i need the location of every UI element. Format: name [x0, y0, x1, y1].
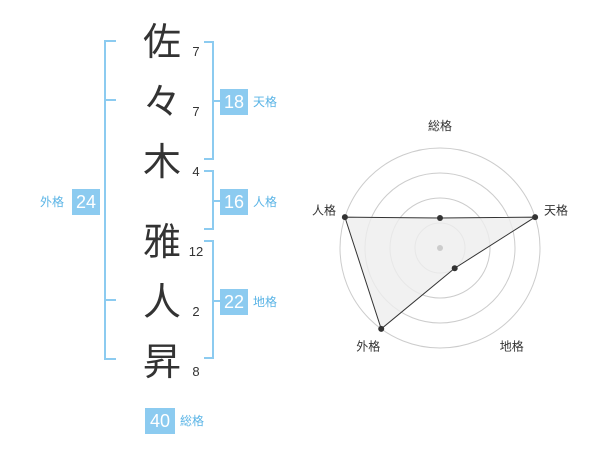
stroke-count-2: 7: [192, 104, 200, 119]
radar-axis-label-jinkaku: 人格: [312, 202, 336, 217]
tenkaku-value: 18: [220, 89, 248, 115]
kanji-6: 昇: [142, 340, 181, 384]
chikaku-connector: [214, 300, 222, 302]
jinkaku-connector: [214, 200, 222, 202]
radar-center-dot: [437, 245, 443, 251]
soukaku-value: 40: [145, 408, 175, 434]
kanji-2: 々: [142, 80, 181, 124]
chikaku-value: 22: [220, 289, 248, 315]
soukaku-label: 総格: [180, 414, 205, 428]
stroke-count-4: 12: [188, 244, 204, 259]
tenkaku-label: 天格: [253, 95, 278, 109]
radar-point: [341, 214, 348, 221]
kanji-4: 雅: [142, 220, 181, 264]
stroke-count-1: 7: [192, 44, 200, 59]
radar-point: [532, 214, 539, 221]
radar-axis-label-tenkaku: 天格: [544, 202, 568, 217]
radar-point: [378, 325, 385, 332]
chikaku-label: 地格: [253, 295, 278, 309]
stroke-count-6: 8: [192, 364, 200, 379]
radar-points: [341, 214, 539, 332]
kanji-5: 人: [142, 280, 181, 324]
radar-point: [451, 265, 458, 272]
kanji-1: 佐: [142, 20, 181, 64]
gaikaku-label: 外格: [40, 195, 65, 209]
radar-ring: [339, 147, 541, 349]
gaikaku-value: 24: [72, 189, 100, 215]
kanji-3: 木: [142, 140, 181, 184]
chikaku-bracket: [204, 240, 214, 359]
gaikaku-bracket: [104, 40, 116, 360]
gaikaku-tick-2: [106, 299, 116, 301]
jinkaku-label: 人格: [253, 195, 278, 209]
radar-axis-label-gaikaku: 外格: [356, 339, 380, 354]
gaikaku-tick-1: [106, 99, 116, 101]
radar-axis-label-soukaku: 総格: [428, 118, 452, 133]
jinkaku-bracket: [204, 170, 214, 230]
tenkaku-connector: [214, 100, 222, 102]
tenkaku-bracket: [204, 41, 214, 160]
jinkaku-value: 16: [220, 189, 248, 215]
radar-point: [437, 215, 443, 221]
stroke-count-3: 4: [192, 164, 200, 179]
radar-axis-label-chikaku: 地格: [500, 339, 524, 354]
stroke-count-5: 2: [192, 304, 200, 319]
radar-series-area: [344, 216, 537, 330]
